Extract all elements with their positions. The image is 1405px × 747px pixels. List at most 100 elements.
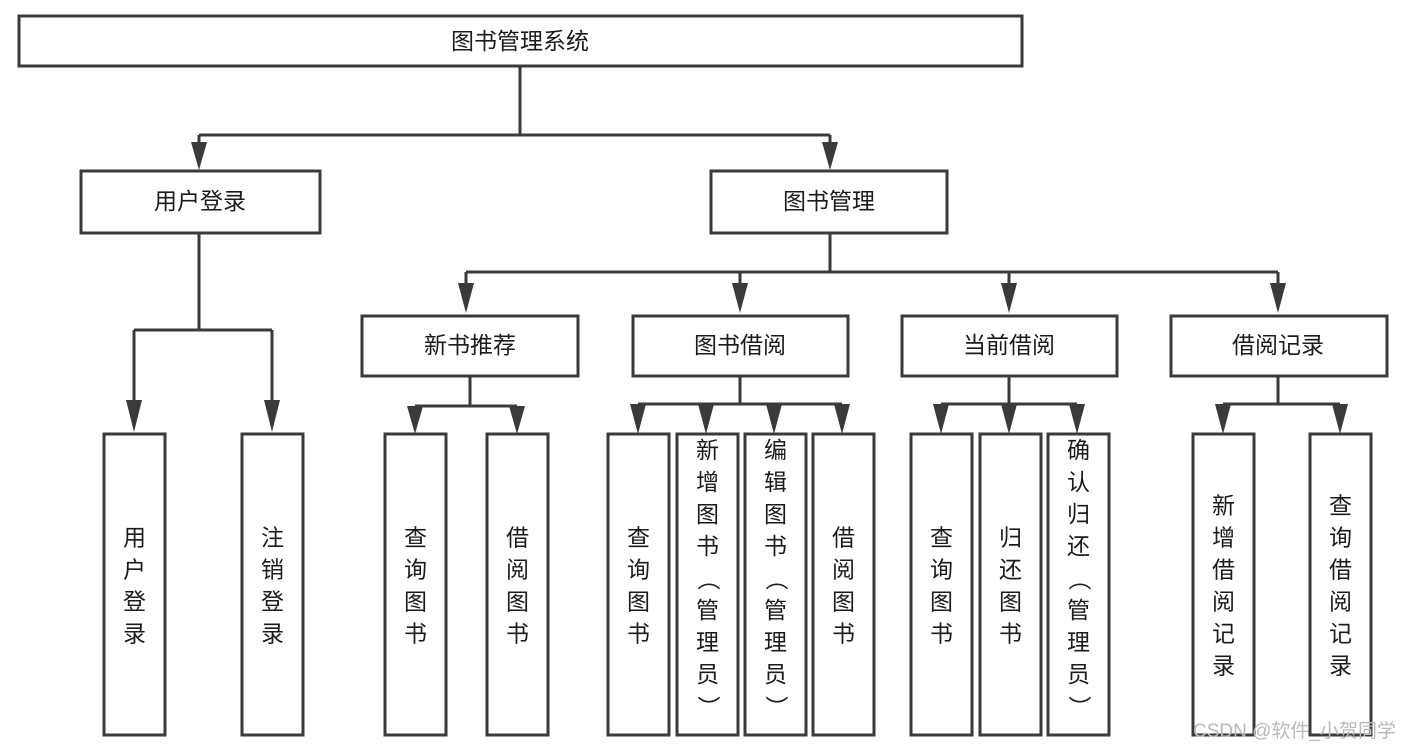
node-user-login[interactable]: 用户登录 [79,169,322,235]
node-leaf-query-book-1-box[interactable] [383,432,448,737]
leaf-glyph: 查 [930,524,953,550]
node-leaf-borrow-book-1[interactable] [485,432,550,737]
node-leaf-confirm-return[interactable] [1046,432,1111,737]
node-leaf-query-book-2-box[interactable] [606,432,671,737]
arrow-head-leaf-query-book-3 [933,404,949,434]
leaf-glyph: 归 [1067,501,1090,527]
leaf-glyph: 书 [764,533,787,559]
node-current-borrow[interactable]: 当前借阅 [900,314,1119,378]
leaf-glyph: 借 [1329,556,1352,582]
arrow-head-new-book-recommend [458,283,474,313]
node-book-borrow[interactable]: 图书借阅 [631,314,850,378]
node-leaf-edit-book-box[interactable] [743,432,808,737]
leaf-glyph: 图 [999,588,1022,614]
leaf-glyph: 记 [1212,620,1235,646]
leaf-glyph: 销 [261,556,284,582]
connector-group-book-manage [458,233,1286,313]
node-book-borrow-box[interactable] [631,314,850,378]
node-leaf-borrow-book-1-box[interactable] [485,432,550,737]
leaf-glyph: 阅 [506,556,529,582]
node-leaf-return-book-box[interactable] [978,432,1043,737]
node-leaf-add-book[interactable] [675,432,740,737]
connector-group-new-book-recommend [407,376,525,434]
arrow-head-leaf-return-book [1001,404,1017,434]
node-leaf-query-book-3[interactable] [909,432,974,737]
node-leaf-query-record[interactable] [1308,432,1373,737]
leaf-glyph: 书 [832,620,855,646]
leaf-glyph: 书 [627,620,650,646]
leaf-glyph: 录 [123,620,146,646]
node-root-box[interactable] [17,14,1024,68]
node-leaf-add-record-box[interactable] [1191,432,1256,737]
node-book-manage[interactable]: 图书管理 [709,169,949,235]
leaf-glyph: 还 [999,556,1022,582]
leaf-glyph: 书 [696,533,719,559]
node-leaf-logout-login[interactable] [240,432,305,737]
node-new-book-recommend[interactable]: 新书推荐 [360,314,580,378]
node-leaf-user-login-box[interactable] [102,432,167,737]
node-leaf-edit-book[interactable] [743,432,808,737]
leaf-glyph: 询 [627,556,650,582]
connector-group-user-login [126,233,280,432]
leaf-glyph: 书 [404,620,427,646]
node-user-login-box[interactable] [79,169,322,235]
leaf-glyph: 录 [1212,652,1235,678]
leaf-glyph: 认 [1067,469,1090,495]
node-new-book-recommend-box[interactable] [360,314,580,378]
leaf-glyph: 注 [261,524,284,550]
node-leaf-query-record-box[interactable] [1308,432,1373,737]
leaf-glyph: 户 [123,556,146,582]
leaf-glyph: ） [696,696,722,719]
leaf-glyph: 新 [1212,492,1235,518]
leaf-glyph: 辑 [764,469,787,495]
leaf-glyph: 增 [1212,524,1235,550]
node-leaf-query-book-2[interactable] [606,432,671,737]
leaf-glyph: 归 [999,524,1022,550]
leaf-glyph: 用 [123,524,146,550]
node-leaf-logout-login-box[interactable] [240,432,305,737]
leaf-glyph: 询 [930,556,953,582]
leaf-glyph: 图 [930,588,953,614]
node-leaf-query-book-3-box[interactable] [909,432,974,737]
leaf-glyph: 编 [764,437,787,463]
node-leaf-add-book-box[interactable] [675,432,740,737]
node-leaf-add-record[interactable] [1191,432,1256,737]
node-leaf-confirm-return-box[interactable] [1046,432,1111,737]
arrow-head-borrow-record [1270,283,1286,313]
node-leaf-borrow-book-2-box[interactable] [811,432,876,737]
leaf-glyph: 理 [764,629,787,655]
node-current-borrow-box[interactable] [900,314,1119,378]
leaf-glyph: 借 [506,524,529,550]
arrow-head-leaf-borrow-book-1 [509,406,525,434]
node-leaf-query-book-1[interactable] [383,432,448,737]
arrow-head-book-borrow [732,283,748,313]
node-leaf-borrow-book-2[interactable] [811,432,876,737]
node-book-manage-box[interactable] [709,169,949,235]
arrow-head-user-login [191,142,207,170]
node-borrow-record[interactable]: 借阅记录 [1169,314,1389,378]
leaf-glyph: 图 [764,501,787,527]
node-borrow-record-box[interactable] [1169,314,1389,378]
leaf-glyph: 阅 [1329,588,1352,614]
leaf-glyph: 管 [1067,597,1090,623]
leaf-glyph: 新 [696,437,719,463]
leaf-glyph: 查 [404,524,427,550]
leaf-glyph: 管 [696,597,719,623]
connector-group-book-borrow [630,376,850,434]
leaf-glyph: 确 [1067,437,1090,463]
leaf-glyph: 询 [1329,524,1352,550]
node-root[interactable]: 图书管理系统 [17,14,1024,68]
leaf-glyph: 图 [627,588,650,614]
node-leaf-user-login[interactable] [102,432,167,737]
node-borrow-record-label: 借阅记录 [1232,332,1324,358]
arrow-head-leaf-user-login [126,400,142,432]
leaf-glyph: 书 [930,620,953,646]
node-leaf-return-book[interactable] [978,432,1043,737]
leaf-glyph: 阅 [1212,588,1235,614]
